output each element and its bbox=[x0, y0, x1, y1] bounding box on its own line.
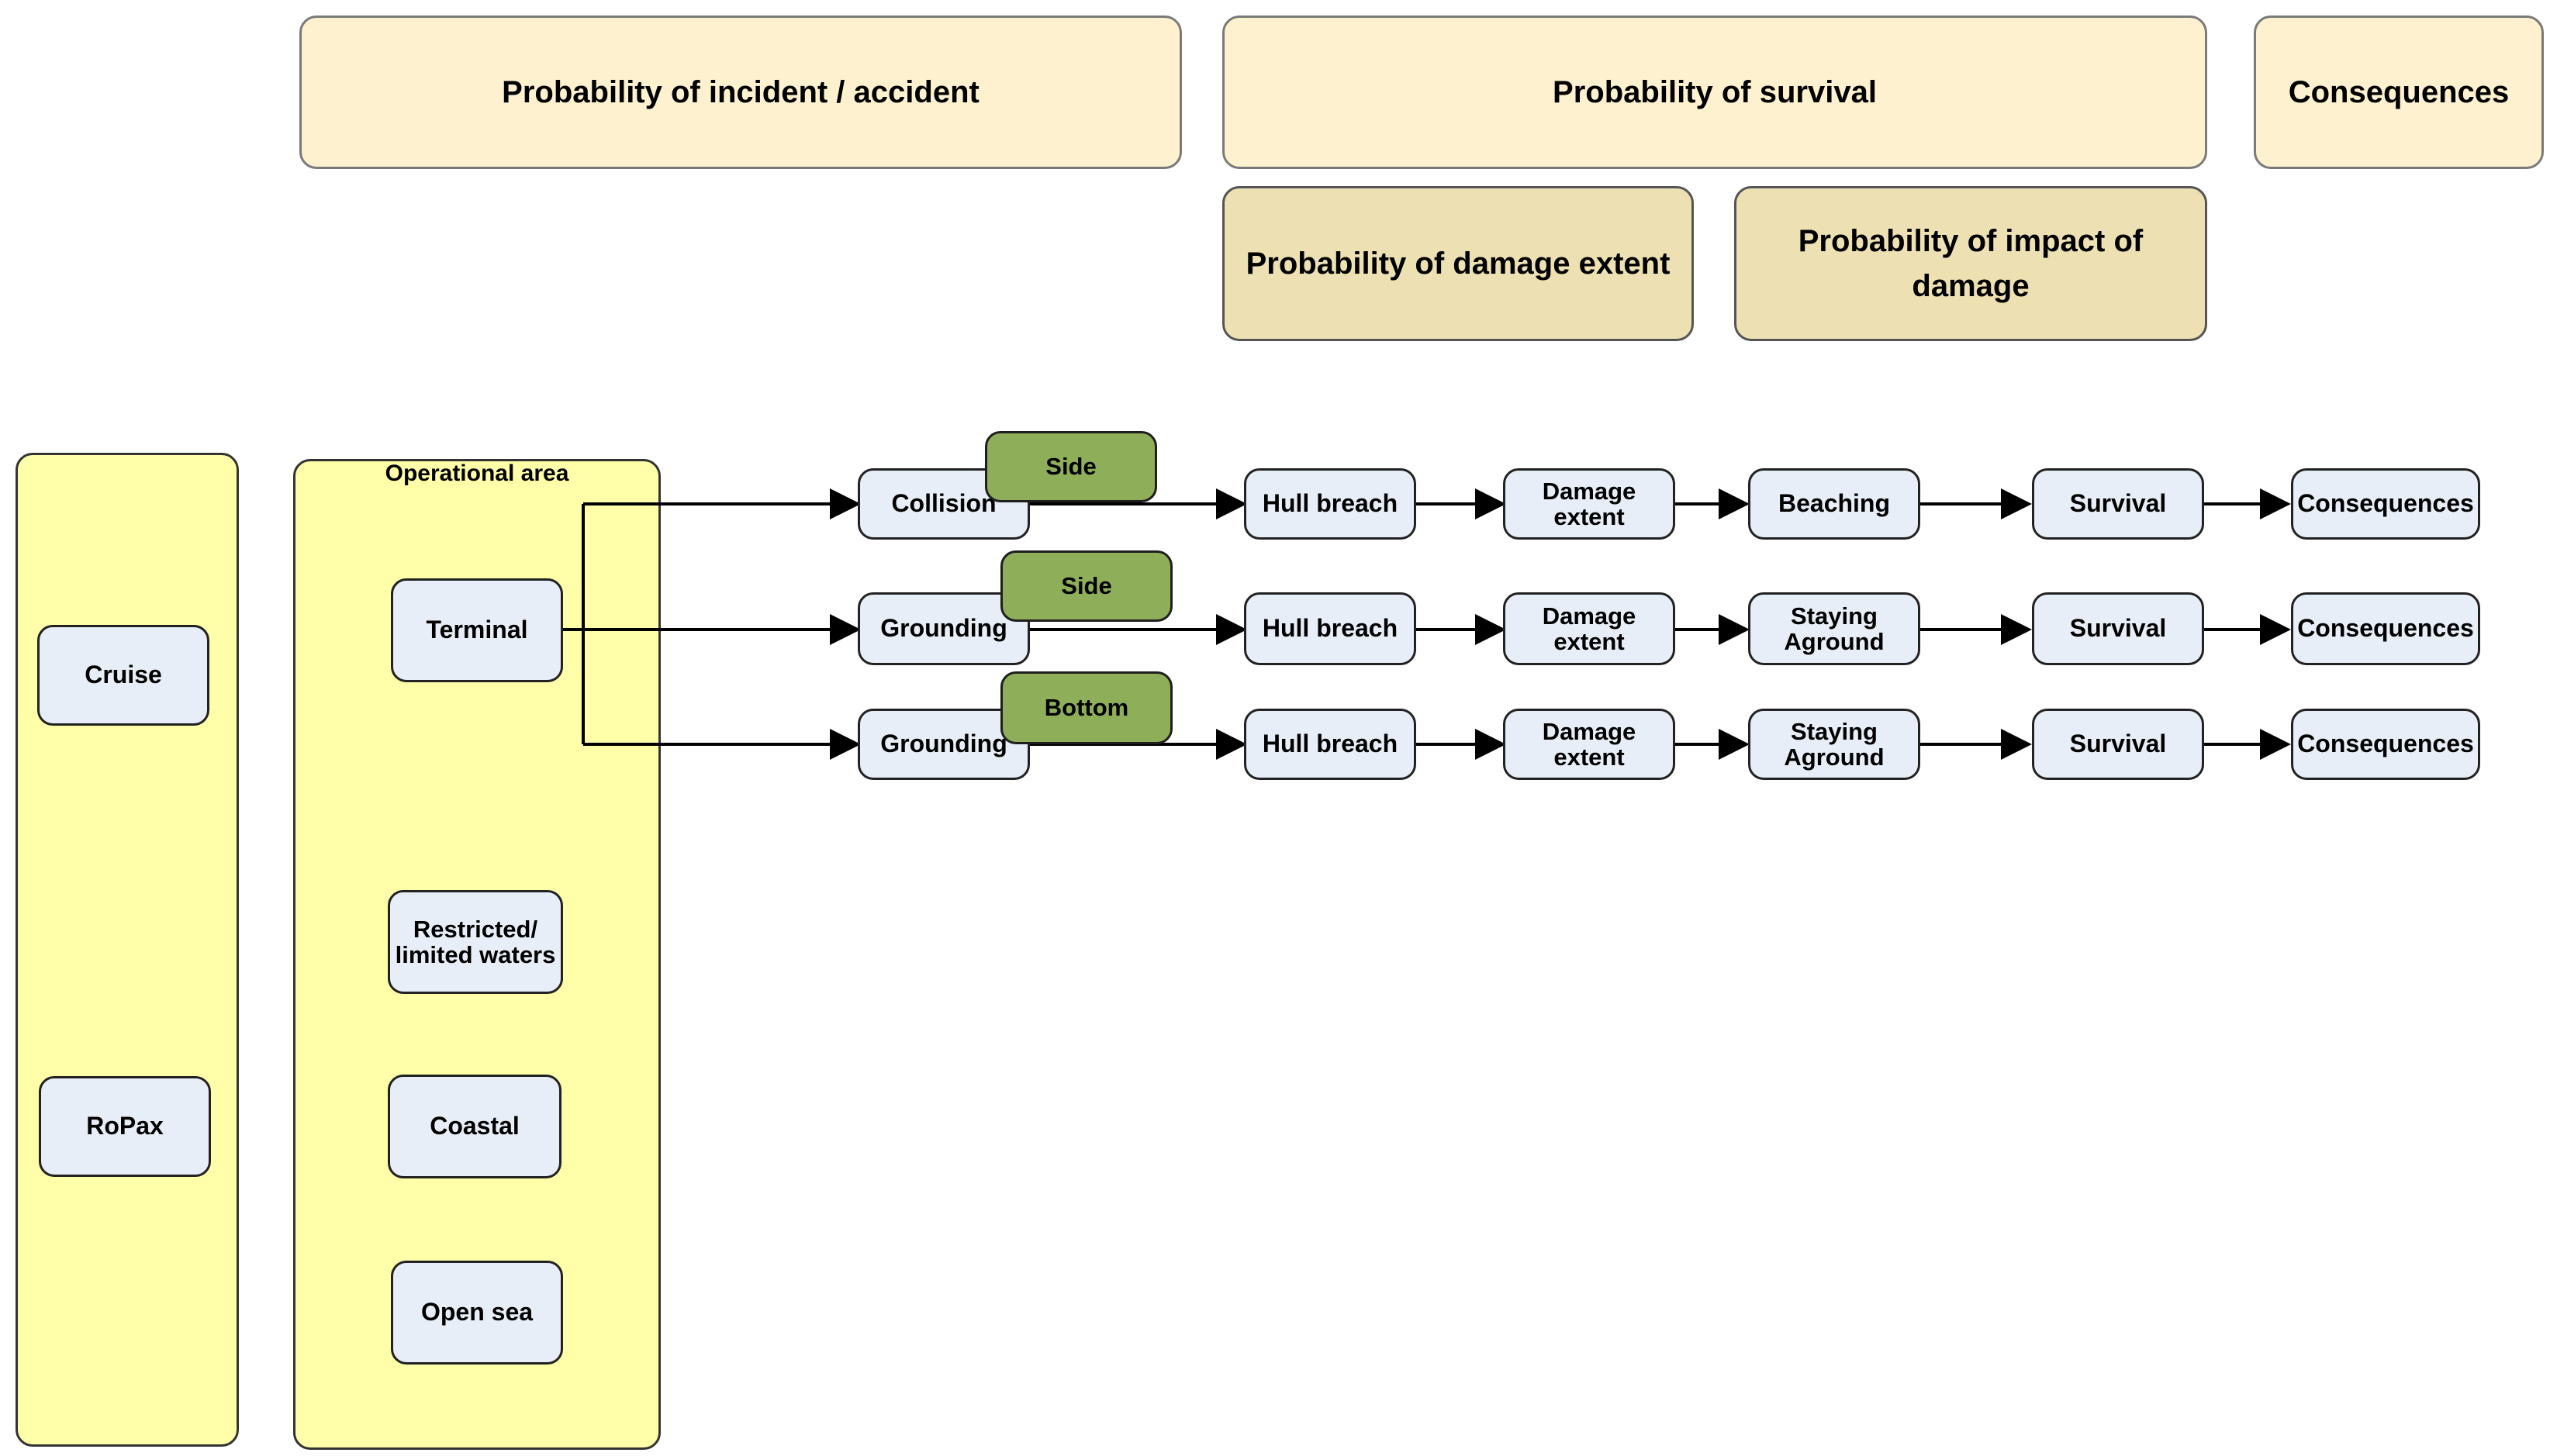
step-consequences: Consequences bbox=[2291, 709, 2480, 780]
header-consequences: Consequences bbox=[2254, 16, 2544, 169]
ship-type-ropax: RoPax bbox=[39, 1076, 211, 1177]
step-survival: Survival bbox=[2032, 592, 2204, 665]
step-damage-extent: Damage extent bbox=[1503, 592, 1675, 665]
ship-type-panel bbox=[16, 453, 239, 1447]
step-hull-breach: Hull breach bbox=[1244, 468, 1416, 540]
incident-grounding: Grounding bbox=[858, 709, 1030, 780]
step-survival: Survival bbox=[2032, 468, 2204, 540]
area-coastal: Coastal bbox=[388, 1075, 561, 1178]
location-tag-side: Side bbox=[985, 431, 1157, 502]
area-terminal: Terminal bbox=[391, 578, 563, 682]
area-open-sea: Open sea bbox=[391, 1261, 563, 1365]
step-staying-aground: Staying Aground bbox=[1748, 592, 1920, 665]
step-beaching: Beaching bbox=[1748, 468, 1920, 540]
step-damage-extent: Damage extent bbox=[1503, 709, 1675, 780]
step-consequences: Consequences bbox=[2291, 592, 2480, 665]
step-survival: Survival bbox=[2032, 709, 2204, 780]
area-restricted-waters: Restricted/ limited waters bbox=[388, 890, 563, 994]
location-tag-side: Side bbox=[1000, 550, 1173, 622]
incident-collision: Collision bbox=[858, 468, 1030, 540]
step-hull-breach: Hull breach bbox=[1244, 709, 1416, 780]
operational-area-title: Operational area bbox=[385, 461, 569, 486]
step-consequences: Consequences bbox=[2291, 468, 2480, 540]
step-damage-extent: Damage extent bbox=[1503, 468, 1675, 540]
header-impact-of-damage-probability: Probability of impact of damage bbox=[1734, 186, 2207, 341]
header-incident-probability: Probability of incident / accident bbox=[299, 16, 1182, 169]
step-staying-aground: Staying Aground bbox=[1748, 709, 1920, 780]
ship-type-cruise: Cruise bbox=[37, 625, 209, 726]
location-tag-bottom: Bottom bbox=[1000, 671, 1173, 744]
header-survival-probability: Probability of survival bbox=[1222, 16, 2207, 169]
incident-grounding: Grounding bbox=[858, 592, 1030, 665]
header-damage-extent-probability: Probability of damage extent bbox=[1222, 186, 1694, 341]
step-hull-breach: Hull breach bbox=[1244, 592, 1416, 665]
